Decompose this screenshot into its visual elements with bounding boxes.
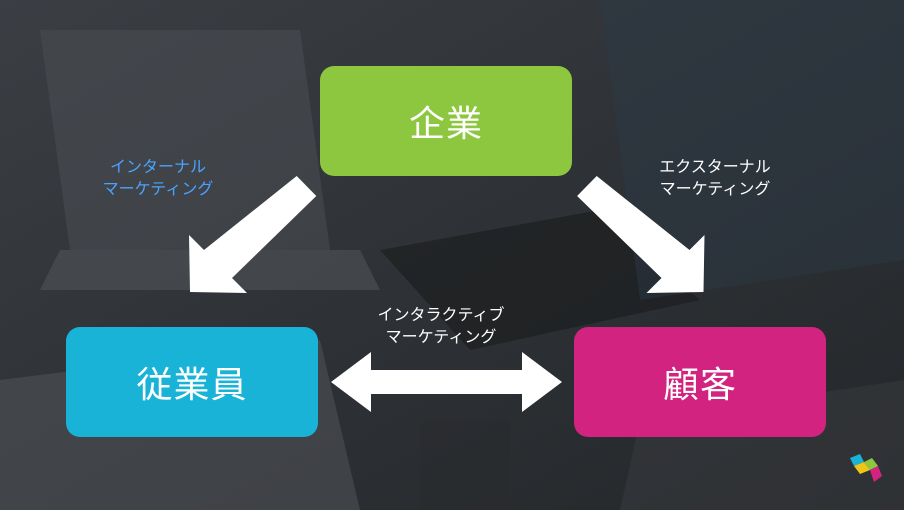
node-company-label: 企業 xyxy=(408,104,483,145)
node-employee: 従業員 xyxy=(66,327,318,437)
arrow-employee-customer xyxy=(331,352,562,412)
label-interactive-marketing: インタラクティブ マーケティング xyxy=(356,304,526,348)
label-external-marketing: エクスターナル マーケティング xyxy=(640,156,790,200)
label-internal-line2: マーケティング xyxy=(102,179,214,198)
node-customer: 顧客 xyxy=(574,327,826,437)
node-customer-label: 顧客 xyxy=(662,365,737,406)
cube-logo-icon xyxy=(850,454,882,482)
node-employee-label: 従業員 xyxy=(136,365,248,406)
node-company: 企業 xyxy=(320,66,572,176)
label-internal-marketing: インターナル マーケティング xyxy=(88,156,228,200)
label-interactive-line2: マーケティング xyxy=(385,327,497,346)
label-external-line1: エクスターナル xyxy=(659,157,771,176)
arrow-company-to-customer xyxy=(577,176,705,293)
label-interactive-line1: インタラクティブ xyxy=(377,305,505,324)
label-internal-line1: インターナル xyxy=(109,157,206,176)
label-external-line2: マーケティング xyxy=(659,179,771,198)
arrow-company-to-employee xyxy=(189,176,317,293)
